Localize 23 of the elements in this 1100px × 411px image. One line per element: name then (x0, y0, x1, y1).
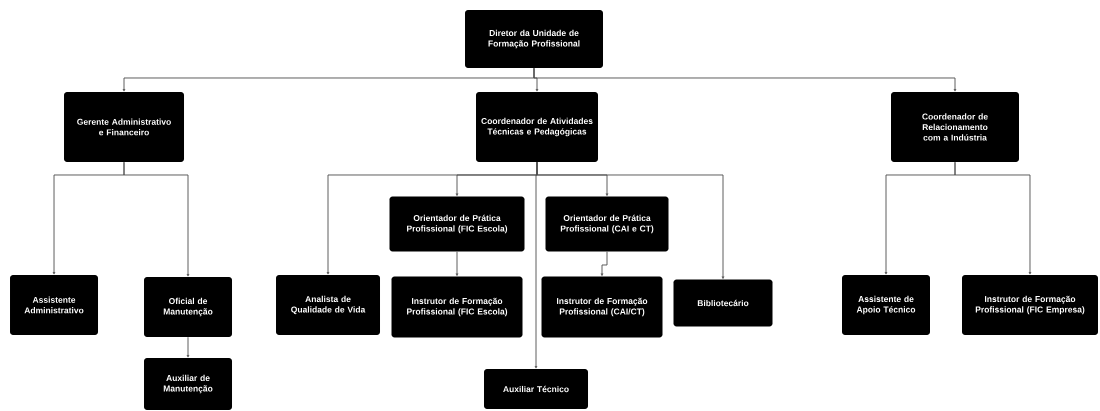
org-box: Analista de Qualidade de Vida (276, 275, 380, 335)
org-box: Coordenador de Relacionamento com a Indústria (891, 92, 1019, 162)
org-box: Instrutor de Formação Profissional (CAI/CT) (541, 276, 663, 338)
org-box: Assistente de Apoio Técnico (842, 275, 930, 335)
connector-arrow (186, 336, 190, 358)
org-box: Gerente Administrativo e Financeiro (64, 92, 184, 162)
connector-arrow (600, 251, 608, 276)
connector-arrow (954, 161, 1032, 275)
connector-arrow (455, 251, 459, 276)
org-box: Assistente Administrativo (10, 275, 98, 335)
org-box: Oficial de Manutenção (144, 277, 232, 337)
org-box: Orientador de Prática Profissional (FIC Escola) (389, 196, 525, 252)
org-box: Auxiliar de Manutenção (144, 358, 232, 410)
org-box: Coordenador de Atividades Técnicas e Pedagógicas (476, 92, 598, 162)
connector-arrow (533, 67, 957, 92)
org-box: Auxiliar Técnico (484, 369, 588, 409)
connector-arrow (534, 161, 538, 369)
org-box: Orientador de Prática Profissional (CAI e CT) (545, 196, 669, 252)
org-box: Bibliotecário (673, 279, 773, 327)
org-box: Diretor da Unidade de Formação Profissional (465, 10, 603, 68)
org-box: Instrutor de Formação Profissional (FIC Empresa) (962, 275, 1098, 335)
connector-arrow (123, 161, 190, 277)
org-box: Instrutor de Formação Profissional (FIC Escola) (391, 276, 523, 338)
